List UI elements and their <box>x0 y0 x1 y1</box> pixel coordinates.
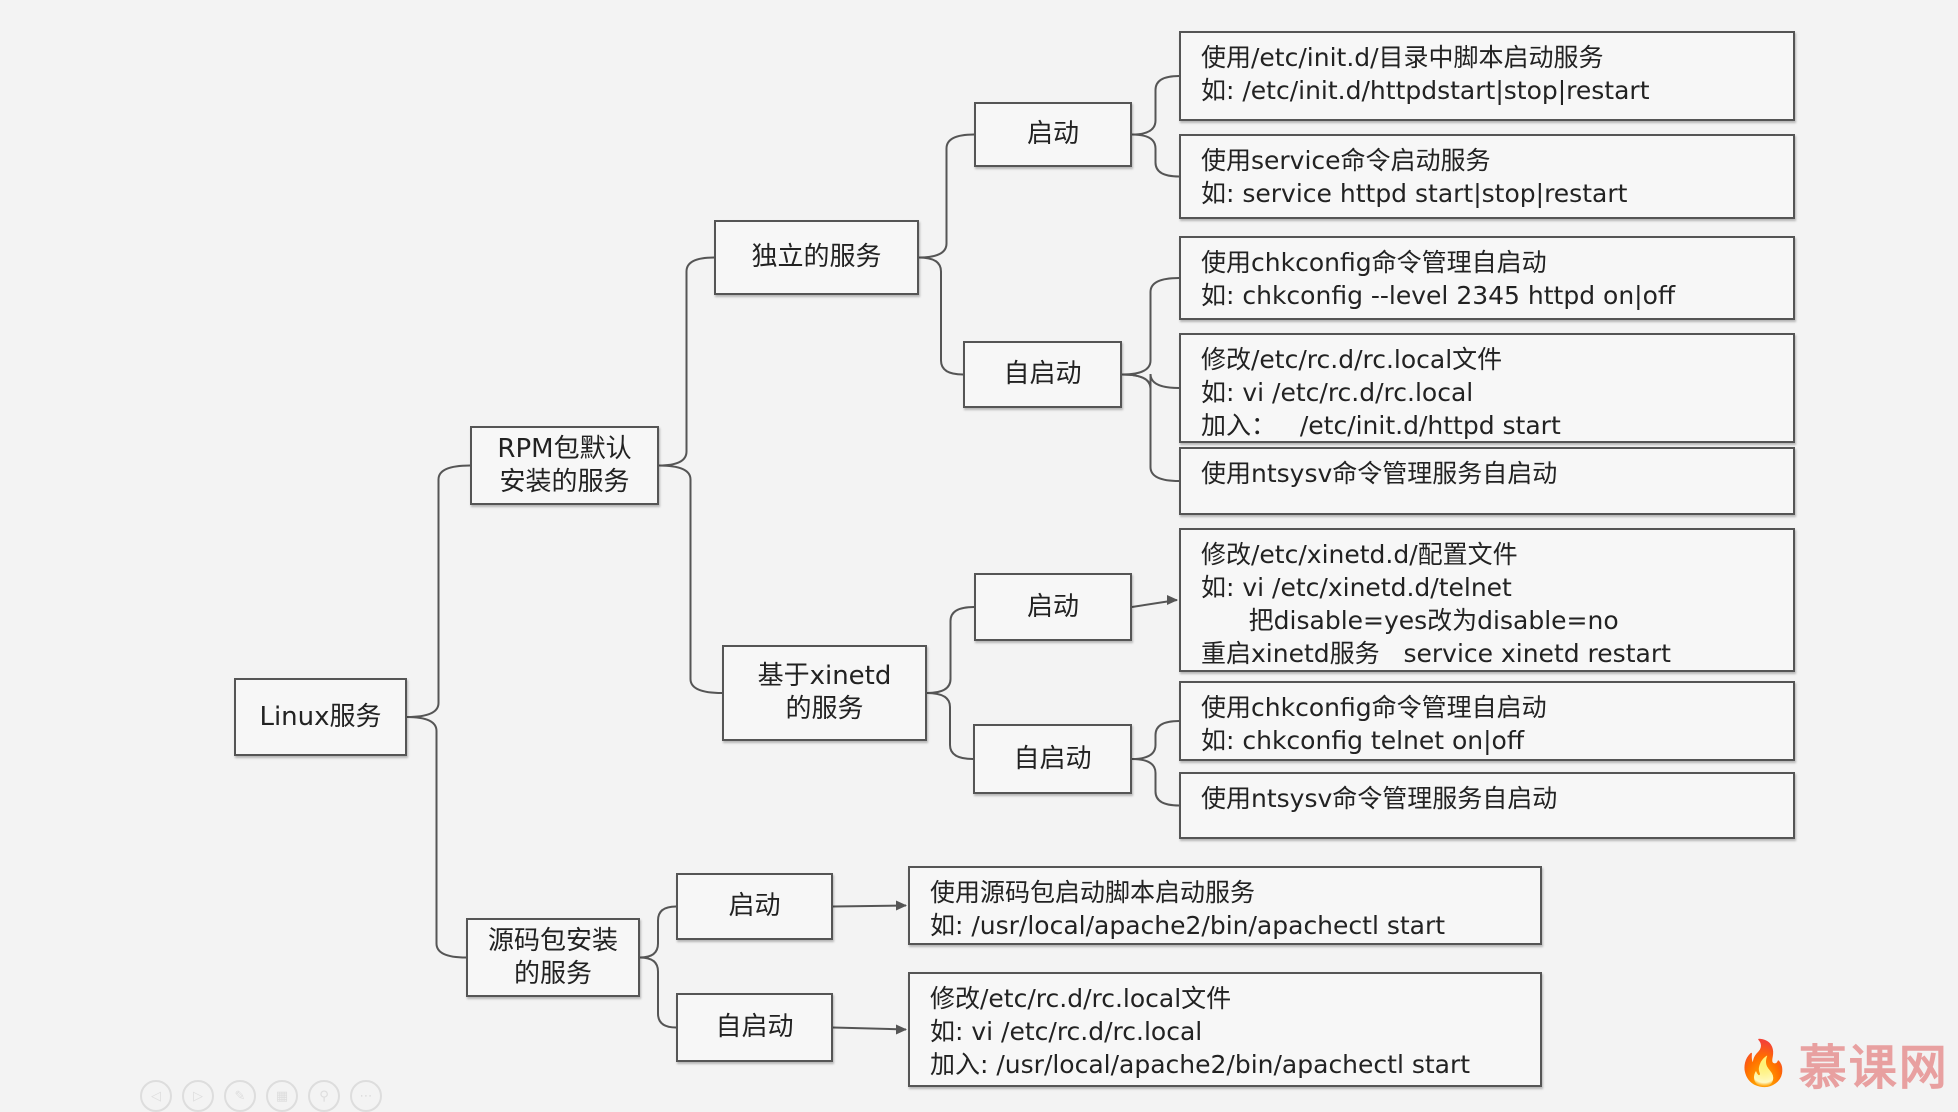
leaf-line: 如: chkconfig --level 2345 httpd on|off <box>1201 281 1676 310</box>
xinetd-start-node: 启动 <box>974 573 1132 641</box>
leaf-xinetd-ntsysv: 使用ntsysv命令管理服务自启动 <box>1179 772 1795 839</box>
zoom-icon[interactable]: ⚲ <box>308 1080 340 1112</box>
leaf-line: 使用源码包启动脚本启动服务 <box>930 878 1256 907</box>
leaf-line: 如: chkconfig telnet on|off <box>1201 726 1525 755</box>
start-label: 启动 <box>1026 119 1079 149</box>
grid-icon[interactable]: ▦ <box>266 1080 298 1112</box>
leaf-line: 如: vi /etc/rc.d/rc.local <box>930 1017 1203 1046</box>
leaf-initd-start: 使用/etc/init.d/目录中脚本启动服务如: /etc/init.d/ht… <box>1179 31 1795 121</box>
leaf-line: 加入： /etc/init.d/httpd start <box>1201 411 1561 440</box>
leaf-source-autostart: 修改/etc/rc.d/rc.local文件如: vi /etc/rc.d/rc… <box>908 972 1542 1087</box>
leaf-line: 修改/etc/xinetd.d/配置文件 <box>1201 540 1518 569</box>
leaf-line: 修改/etc/rc.d/rc.local文件 <box>1201 345 1503 374</box>
connector-line <box>658 256 715 467</box>
autostart-label: 自启动 <box>1003 359 1082 389</box>
leaf-line: 如: service httpd start|stop|restart <box>1201 179 1628 208</box>
rpm-services-node: RPM包默认 安装的服务 <box>470 426 659 505</box>
rpm-label: RPM包默认 安装的服务 <box>497 433 632 497</box>
source-autostart-node: 自启动 <box>676 993 833 1062</box>
leaf-line: 如: /etc/init.d/httpdstart|stop|restart <box>1201 76 1650 105</box>
source-services-node: 源码包安装 的服务 <box>466 918 640 997</box>
leaf-line: 使用ntsysv命令管理服务自启动 <box>1201 784 1558 813</box>
leaf-line: 使用chkconfig命令管理自启动 <box>1201 693 1547 722</box>
leaf-service-start: 使用service命令启动服务如: service httpd start|st… <box>1179 134 1795 219</box>
logo-text: 慕课网 <box>1798 1040 1949 1096</box>
connector-line <box>1131 758 1180 807</box>
connector-line <box>926 606 975 694</box>
connector-line <box>1131 720 1180 760</box>
next-icon[interactable]: ▷ <box>182 1080 214 1112</box>
leaf-line: 使用ntsysv命令管理服务自启动 <box>1201 459 1558 488</box>
leaf-line: 把disable=yes改为disable=no <box>1201 606 1619 635</box>
imooc-logo: 🔥慕课网 <box>1736 1028 1949 1098</box>
standalone-services-node: 独立的服务 <box>714 220 919 295</box>
connector-line <box>832 1026 907 1031</box>
slide-controls: ◁ ▷ ✎ ▦ ⚲ ⋯ <box>140 1080 382 1112</box>
connector-line <box>918 133 975 259</box>
connector-line <box>658 464 723 694</box>
connector-line <box>1121 373 1180 482</box>
leaf-line: 使用/etc/init.d/目录中脚本启动服务 <box>1201 43 1604 72</box>
leaf-chkconfig: 使用chkconfig命令管理自启动如: chkconfig --level 2… <box>1179 236 1795 320</box>
leaf-line: 加入: /usr/local/apache2/bin/apachectl sta… <box>930 1050 1471 1079</box>
standalone-start-node: 启动 <box>974 102 1132 167</box>
start-label: 启动 <box>1026 591 1079 622</box>
leaf-rclocal: 修改/etc/rc.d/rc.local文件如: vi /etc/rc.d/rc… <box>1179 333 1795 443</box>
xinetd-autostart-node: 自启动 <box>973 724 1132 794</box>
autostart-label: 自启动 <box>715 1012 794 1042</box>
leaf-xinetd-config: 修改/etc/xinetd.d/配置文件如: vi /etc/xinetd.d/… <box>1179 528 1795 672</box>
leaf-xinetd-chkconfig: 使用chkconfig命令管理自启动如: chkconfig telnet on… <box>1179 681 1795 761</box>
pen-icon[interactable]: ✎ <box>224 1080 256 1112</box>
prev-icon[interactable]: ◁ <box>140 1080 172 1112</box>
leaf-line: 重启xinetd服务 service xinetd restart <box>1201 639 1671 668</box>
leaf-line: 使用chkconfig命令管理自启动 <box>1201 248 1547 277</box>
arrow-head-icon <box>1167 595 1178 605</box>
connector-line <box>406 464 471 718</box>
source-start-node: 启动 <box>676 873 833 940</box>
xinetd-label: 基于xinetd 的服务 <box>757 661 892 724</box>
source-label: 源码包安装 的服务 <box>487 925 618 989</box>
leaf-line: 如: vi /etc/rc.d/rc.local <box>1201 378 1474 407</box>
more-icon[interactable]: ⋯ <box>350 1080 382 1112</box>
connector-line <box>639 905 677 959</box>
standalone-label: 独立的服务 <box>751 242 882 272</box>
connector-line <box>918 256 964 376</box>
leaf-line: 使用service命令启动服务 <box>1201 146 1491 175</box>
flame-icon: 🔥 <box>1736 1038 1793 1089</box>
start-label: 启动 <box>728 891 781 921</box>
standalone-autostart-node: 自启动 <box>963 341 1122 408</box>
connector-line <box>1131 75 1180 136</box>
connector-line <box>406 716 467 959</box>
connector-line <box>639 956 677 1029</box>
connector-line <box>926 692 974 760</box>
autostart-label: 自启动 <box>1013 743 1092 774</box>
leaf-source-start: 使用源码包启动脚本启动服务如: /usr/local/apache2/bin/a… <box>908 866 1542 945</box>
root-node: Linux服务 <box>234 678 407 756</box>
root-label: Linux服务 <box>259 701 382 732</box>
arrow-head-icon <box>896 900 907 911</box>
connector-line <box>1121 277 1180 376</box>
leaf-line: 如: vi /etc/xinetd.d/telnet <box>1201 573 1512 602</box>
connector-line <box>832 904 907 908</box>
arrow-head-icon <box>896 1024 907 1035</box>
leaf-ntsysv: 使用ntsysv命令管理服务自启动 <box>1179 447 1795 515</box>
leaf-line: 如: /usr/local/apache2/bin/apachectl star… <box>930 911 1446 940</box>
xinetd-services-node: 基于xinetd 的服务 <box>722 645 927 741</box>
connector-line <box>1131 133 1180 178</box>
leaf-line: 修改/etc/rc.d/rc.local文件 <box>930 984 1232 1013</box>
